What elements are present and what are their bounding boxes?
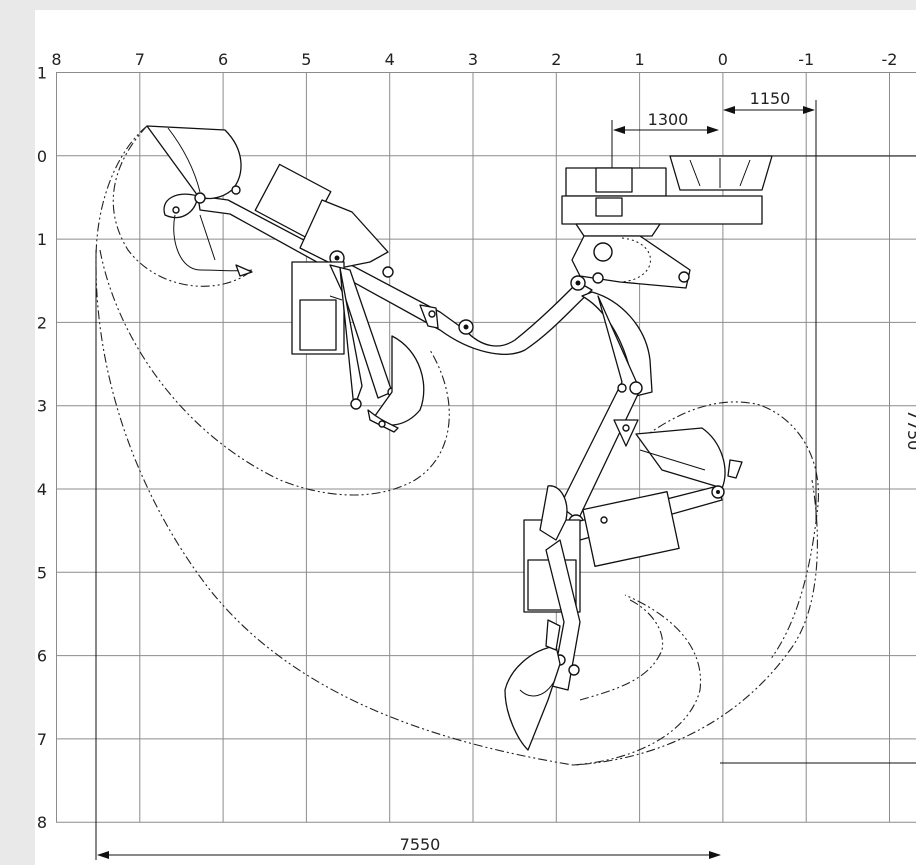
x-tick-label: 6 <box>218 50 228 69</box>
y-tick-label: 6 <box>37 647 47 666</box>
middle-left-arm <box>291 261 425 433</box>
turret <box>561 155 773 289</box>
grid <box>56 72 916 823</box>
lower-right-envelope <box>572 594 702 766</box>
dim-7550-label: 7550 <box>400 835 441 854</box>
reach-envelopes <box>95 125 820 766</box>
y-tick-label: 4 <box>37 480 47 499</box>
dim-1150-label: 1150 <box>750 89 791 108</box>
y-tick-label: 3 <box>37 397 47 416</box>
middle-left-envelope <box>99 249 450 496</box>
x-tick-label: -1 <box>798 50 814 69</box>
main-boom <box>197 163 593 355</box>
x-tick-label: 4 <box>385 50 395 69</box>
lower-arm <box>504 485 581 751</box>
upper-left-bucket-envelope <box>112 125 251 287</box>
x-tick-label: 7 <box>135 50 145 69</box>
x-axis-ticks: 8 7 6 5 4 3 2 1 0 -1 -2 <box>51 50 897 69</box>
lower-inner-envelope <box>579 599 664 701</box>
y-tick-label: 7 <box>37 730 47 749</box>
x-tick-label: 0 <box>718 50 728 69</box>
x-tick-label: 3 <box>468 50 478 69</box>
excavator-drawing <box>146 125 773 751</box>
x-tick-label: -2 <box>882 50 898 69</box>
upper-left-bucket <box>146 125 253 277</box>
y-tick-label: 0 <box>37 147 47 166</box>
x-tick-label: 1 <box>635 50 645 69</box>
x-tick-label: 2 <box>551 50 561 69</box>
y-axis-ticks: 1 0 1 2 3 4 5 6 7 8 <box>37 64 47 833</box>
right-arm <box>575 427 743 567</box>
y-tick-label: 1 <box>37 230 47 249</box>
dim-1300-label: 1300 <box>648 110 689 129</box>
dim-7750-label: 7750 <box>904 410 916 451</box>
y-tick-label: 2 <box>37 313 47 332</box>
y-tick-label: 1 <box>37 64 47 83</box>
right-loop-envelope <box>639 401 820 661</box>
x-tick-label: 8 <box>51 50 61 69</box>
x-tick-label: 5 <box>301 50 311 69</box>
outer-reach-envelope <box>95 125 818 766</box>
y-tick-label: 5 <box>37 563 47 582</box>
dimensions: 1300 1150 7550 7750 <box>95 89 916 860</box>
y-tick-label: 8 <box>37 813 47 832</box>
